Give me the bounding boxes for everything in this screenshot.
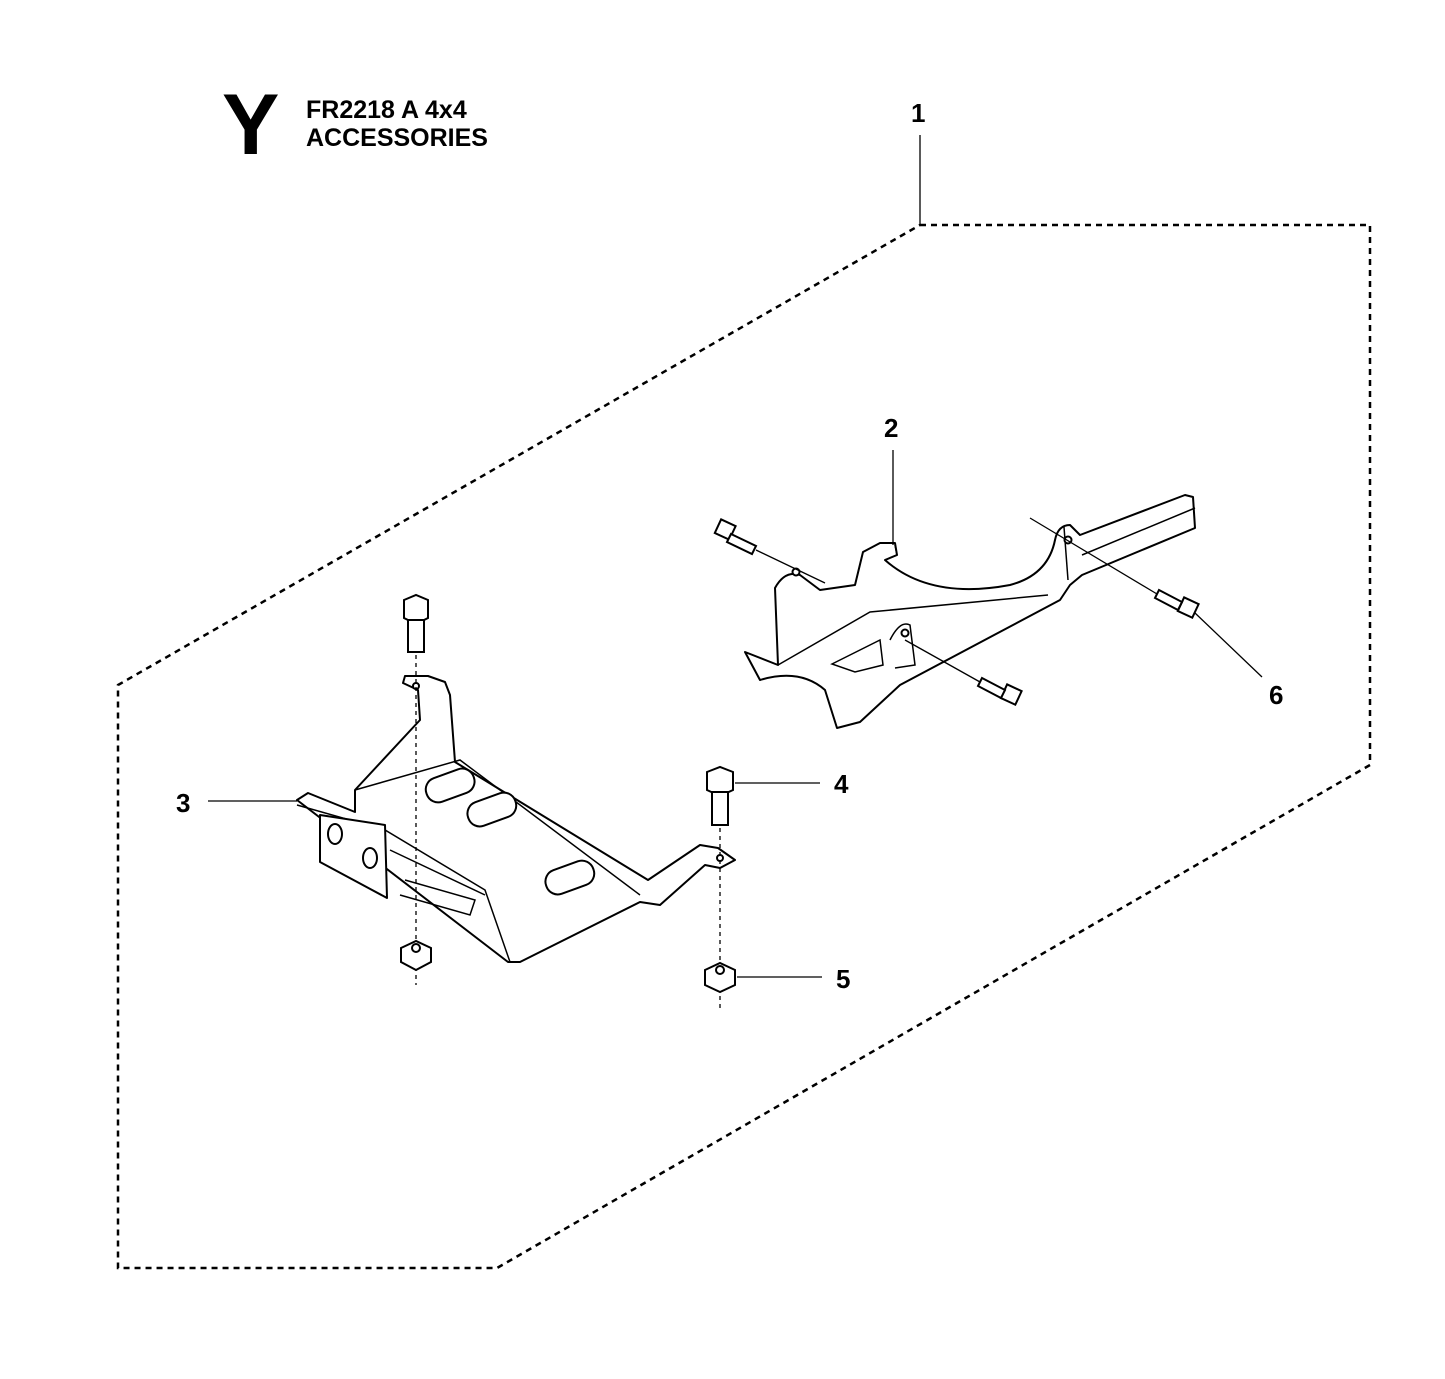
part-3-skid-plate (208, 675, 736, 963)
part-5-nuts (400, 939, 822, 994)
callout-5: 5 (836, 964, 851, 994)
model-name: FR2218 A 4x4 (306, 96, 467, 124)
callout-6: 6 (1269, 680, 1284, 710)
callout-2: 2 (884, 413, 899, 443)
callout-3: 3 (176, 788, 191, 818)
callout-1: 1 (911, 98, 926, 128)
section-letter: Y (222, 77, 280, 173)
callout-4: 4 (834, 769, 849, 799)
part-6-bolts (713, 517, 1263, 707)
kit-boundary (116, 223, 1372, 1270)
group-name: ACCESSORIES (306, 124, 488, 152)
part-2-guard-plate (744, 450, 1196, 729)
part-4-bolts (403, 593, 820, 1008)
diagram-title: FR2218 A 4x4 ACCESSORIES (306, 96, 488, 152)
